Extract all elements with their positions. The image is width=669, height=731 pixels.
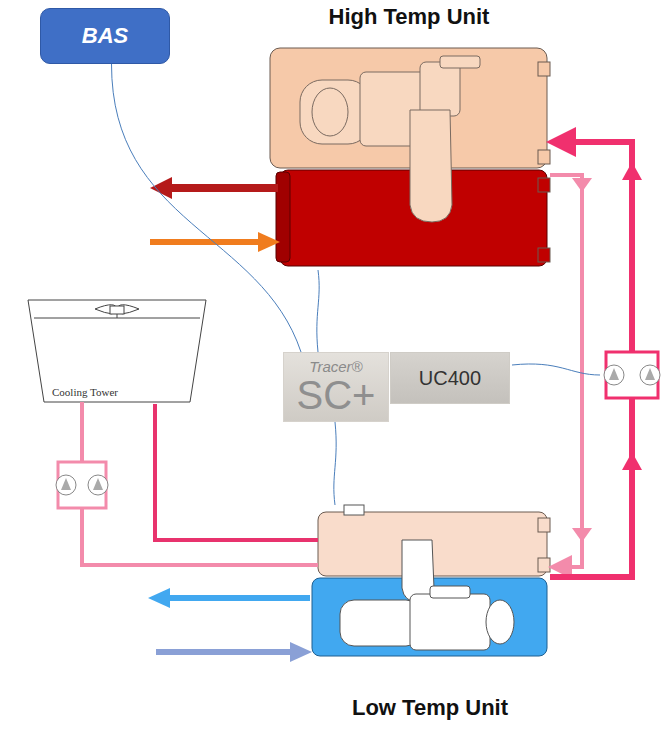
- node-label: Tracer®: [309, 359, 362, 375]
- node-label: UC400: [419, 367, 481, 390]
- pipe-connector: [155, 404, 318, 540]
- node-label: BAS: [82, 23, 128, 49]
- pipe-connector: [112, 64, 302, 352]
- condenser-return-pipe: [82, 402, 318, 565]
- system-box: BAS: [40, 8, 170, 64]
- node-label: High Temp Unit: [326, 4, 493, 30]
- cooling-tower: Cooling Tower: [28, 300, 208, 404]
- pipe-connector: [550, 175, 582, 567]
- chiller-unit: High Temp Unit: [268, 4, 550, 270]
- pipe-connector: [317, 270, 319, 352]
- controller-box: UC400: [390, 352, 510, 404]
- pump-pair: [56, 462, 108, 508]
- node-label: SC+: [297, 375, 376, 415]
- pump-pair: [604, 352, 660, 398]
- controller-box: Tracer®SC+: [283, 352, 389, 422]
- flow-direction-arrows: [572, 162, 642, 542]
- node-label: Low Temp Unit: [349, 695, 511, 721]
- control-wire: [512, 364, 600, 375]
- low-temp-chiller: [312, 505, 550, 656]
- chiller-unit: Low Temp Unit: [310, 505, 550, 721]
- node-label: Cooling Tower: [52, 386, 118, 398]
- high-temp-chiller: [270, 48, 550, 266]
- cooling-tower-outline: [28, 300, 206, 402]
- pipe-connector: [334, 422, 336, 505]
